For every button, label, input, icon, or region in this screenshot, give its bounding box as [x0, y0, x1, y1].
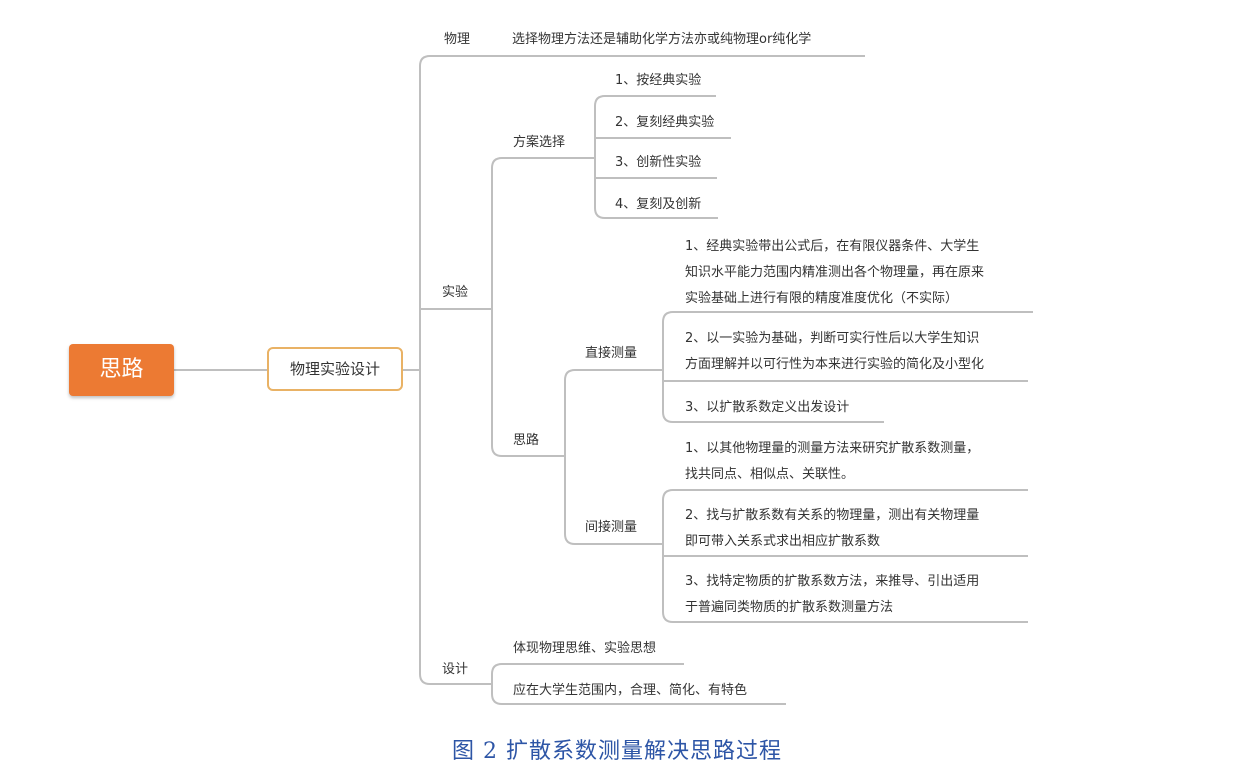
- plan-item: 2、复刻经典实验: [615, 115, 715, 130]
- branch-experiment-label: 实验: [442, 285, 469, 300]
- root-node: 思路: [69, 344, 174, 396]
- indirect-measure-label: 间接测量: [585, 520, 638, 535]
- direct-item-line: 2、以一实验为基础，判断可实行性后以大学生知识: [685, 331, 980, 346]
- direct-item-line: 1、经典实验带出公式后，在有限仪器条件、大学生: [685, 239, 980, 254]
- plan-item: 3、创新性实验: [615, 155, 702, 170]
- indirect-item-line: 找共同点、相似点、关联性。: [685, 467, 855, 482]
- plan-item: 1、按经典实验: [615, 73, 702, 88]
- plan-item: 4、复刻及创新: [615, 197, 702, 212]
- connector-thinking-spine: [564, 369, 576, 545]
- branch-physics-label: 物理: [444, 32, 471, 47]
- connector-design-spine: [491, 663, 503, 705]
- direct-item-line: 实验基础上进行有限的精度准度优化（不实际）: [685, 291, 959, 306]
- indirect-item-line: 3、找特定物质的扩散系数方法，来推导、引出适用: [685, 574, 980, 589]
- plan-label: 方案选择: [513, 135, 566, 150]
- direct-item-line: 知识水平能力范围内精准测出各个物理量，再在原来: [685, 265, 985, 280]
- indirect-item-line: 于普遍同类物质的扩散系数测量方法: [685, 600, 894, 615]
- indirect-item-line: 1、以其他物理量的测量方法来研究扩散系数测量，: [685, 441, 980, 456]
- direct-item-line: 方面理解并以可行性为本来进行实验的简化及小型化: [685, 357, 985, 372]
- connector-plan-spine: [594, 95, 606, 219]
- connector-experiment-spine: [491, 157, 503, 457]
- indirect-item-line: 2、找与扩散系数有关系的物理量，测出有关物理量: [685, 508, 980, 523]
- physics-item: 选择物理方法还是辅助化学方法亦或纯物理or纯化学: [512, 32, 812, 47]
- direct-item-line: 3、以扩散系数定义出发设计: [685, 400, 850, 415]
- direct-measure-label: 直接测量: [585, 346, 638, 361]
- design-item: 体现物理思维、实验思想: [513, 641, 657, 656]
- connector-direct-spine: [662, 311, 674, 423]
- indirect-item-line: 即可带入关系式求出相应扩散系数: [685, 534, 881, 549]
- branch-design-label: 设计: [442, 662, 469, 677]
- connector-main-spine: [419, 55, 431, 685]
- thinking-label: 思路: [513, 433, 540, 448]
- central-topic: 物理实验设计: [267, 347, 403, 391]
- design-item: 应在大学生范围内，合理、简化、有特色: [513, 683, 748, 698]
- figure-caption: 图 2 扩散系数测量解决思路过程: [452, 739, 782, 764]
